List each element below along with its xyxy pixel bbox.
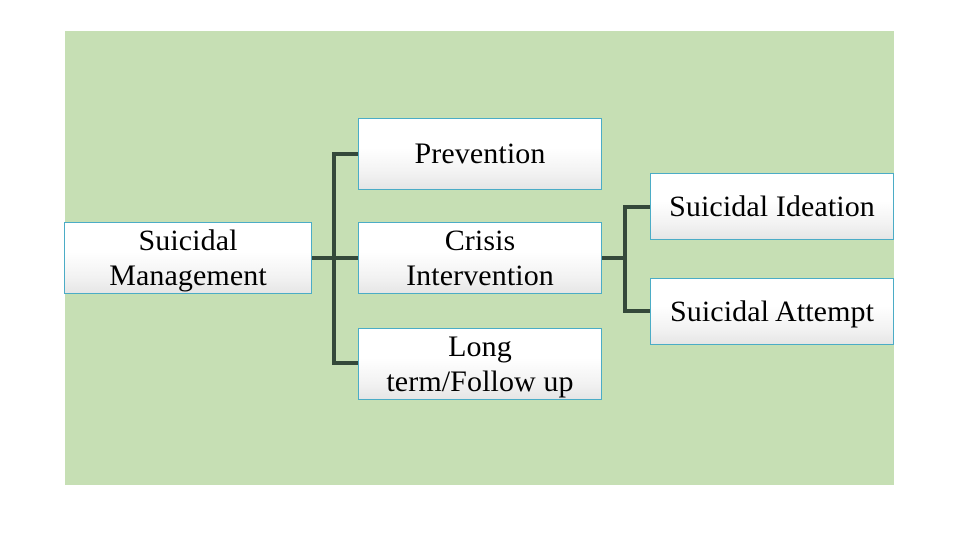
node-suicidal-attempt-label: Suicidal Attempt [669,294,875,328]
node-suicidal-attempt[interactable]: Suicidal Attempt [650,278,894,345]
node-suicidal-ideation[interactable]: Suicidal Ideation [650,173,894,240]
connector-trunk-to-crisis-intervention [332,256,360,260]
node-suicidal-management-label: Suicidal Management [109,223,267,292]
connector-trunk-to-long-term [332,361,360,365]
node-crisis-intervention-label: Crisis Intervention [406,223,554,292]
node-prevention[interactable]: Prevention [358,118,602,190]
connector-trunk-to-suicidal-attempt [623,309,652,313]
connector-trunk-right [623,205,627,313]
connector-root-to-trunk [310,256,336,260]
node-long-term-follow-up[interactable]: Long term/Follow up [358,328,602,400]
node-long-term-follow-up-label: Long term/Follow up [386,329,574,398]
node-prevention-label: Prevention [414,137,546,171]
node-crisis-intervention[interactable]: Crisis Intervention [358,222,602,294]
connector-trunk-to-prevention [332,152,360,156]
node-suicidal-management[interactable]: Suicidal Management [64,222,312,294]
connector-crisis-to-trunk [600,256,627,260]
connector-trunk-to-suicidal-ideation [623,205,652,209]
node-suicidal-ideation-label: Suicidal Ideation [669,189,875,223]
